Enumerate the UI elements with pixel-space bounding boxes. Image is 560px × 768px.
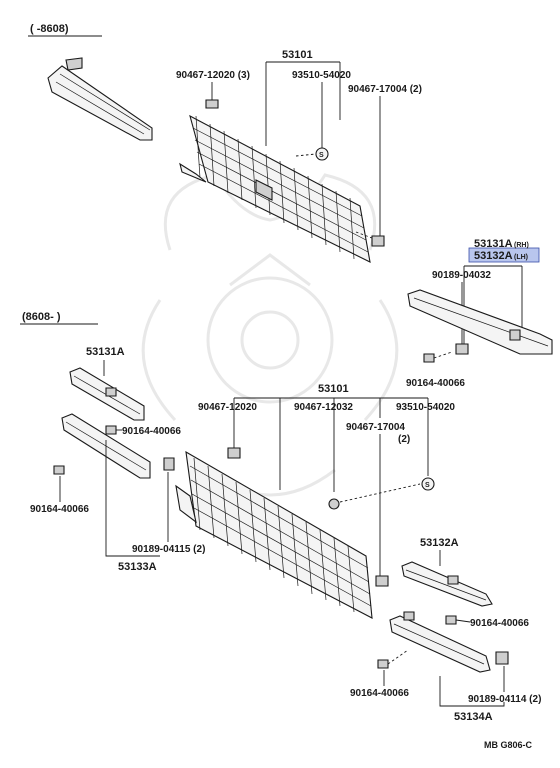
section-header-late: (8608- ) bbox=[22, 311, 61, 323]
label-bottom-nut-right: 90189-04114 (2) bbox=[468, 694, 541, 705]
label-molding-lh-tag: (LH) bbox=[514, 254, 528, 261]
label-top-screw-right: 90467-17004 (2) bbox=[348, 84, 422, 95]
label-bottom-grille: 53101 bbox=[318, 383, 349, 395]
label-top-grille: 53101 bbox=[282, 49, 313, 61]
screw-bottom-b bbox=[328, 498, 340, 510]
bolt-bottom-left bbox=[53, 465, 65, 475]
label-bottom-screw-a: 90467-12020 bbox=[198, 402, 257, 413]
screw-bottom-a bbox=[227, 447, 241, 459]
label-bottom-clip: 93510-54020 bbox=[396, 402, 455, 413]
label-bottom-nut-left: 90189-04115 (2) bbox=[132, 544, 205, 555]
clip-bottom: S bbox=[421, 477, 435, 491]
label-bottom-bolt-left: 90164-40066 bbox=[30, 504, 89, 515]
screw-top-left bbox=[205, 99, 219, 109]
label-molding-rh-tag: (RH) bbox=[514, 242, 529, 249]
screw-bottom-right bbox=[375, 575, 389, 587]
molding-53131a bbox=[69, 367, 145, 421]
molding-53132a bbox=[401, 561, 493, 607]
upper-bracket-early bbox=[47, 57, 153, 141]
bolt-molding-upper bbox=[423, 353, 435, 363]
bolt-bottom-right bbox=[445, 615, 457, 625]
label-bottom-53132a: 53132A bbox=[420, 537, 459, 549]
label-bottom-screw-b: 90467-12032 bbox=[294, 402, 353, 413]
label-molding-nut: 90189-04032 bbox=[432, 270, 491, 281]
label-bottom-53134a: 53134A bbox=[454, 711, 493, 723]
label-bottom-53131a: 53131A bbox=[86, 346, 125, 358]
svg-text:S: S bbox=[319, 152, 324, 159]
side-molding-upper bbox=[407, 289, 553, 355]
grille-late bbox=[175, 450, 373, 619]
molding-53134a bbox=[389, 611, 491, 673]
label-molding-lh: 53132A bbox=[474, 250, 513, 262]
bolt-bottom-upper bbox=[105, 425, 117, 435]
svg-text:S: S bbox=[425, 482, 430, 489]
label-bottom-screw-right: 90467-17004 bbox=[346, 422, 405, 433]
label-bottom-screw-right-qty: (2) bbox=[398, 434, 410, 445]
label-bottom-bolt-right: 90164-40066 bbox=[470, 618, 529, 629]
nut-bottom-right bbox=[495, 651, 509, 665]
label-molding-rh: 53131A bbox=[474, 238, 513, 250]
clip-top-center: S bbox=[315, 147, 329, 161]
section-header-early: ( -8608) bbox=[30, 23, 69, 35]
label-bottom-bolt-bottom: 90164-40066 bbox=[350, 688, 409, 699]
highlight-53132a-lh bbox=[468, 247, 540, 263]
label-top-screw-left: 90467-12020 (3) bbox=[176, 70, 250, 81]
label-bottom-53133a: 53133A bbox=[118, 561, 157, 573]
watermark-emblem bbox=[141, 173, 399, 497]
label-top-clip-center: 93510-54020 bbox=[292, 70, 351, 81]
footer-code: MB G806-C bbox=[484, 740, 533, 750]
grille-early bbox=[179, 114, 371, 263]
nut-bottom-left bbox=[163, 457, 175, 471]
label-molding-bolt: 90164-40066 bbox=[406, 378, 465, 389]
bolt-bottom-lower bbox=[377, 659, 389, 669]
screw-top-right bbox=[371, 235, 385, 247]
label-bottom-bolt-upper: 90164-40066 bbox=[122, 426, 181, 437]
